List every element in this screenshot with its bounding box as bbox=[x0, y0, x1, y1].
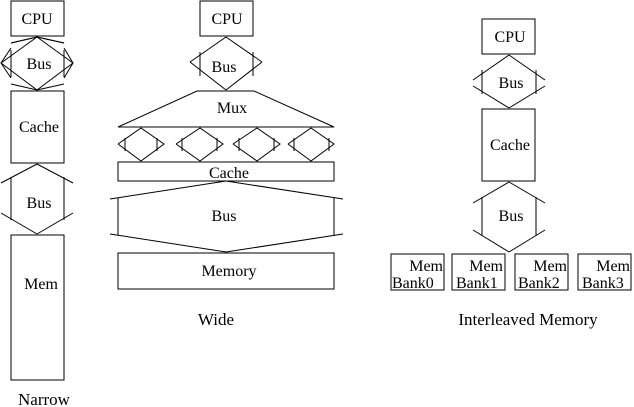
narrow-bus1-shape bbox=[0, 36, 74, 91]
interleaved-bus1-label: Bus bbox=[499, 75, 524, 92]
wide-cpu-label: CPU bbox=[211, 11, 243, 28]
memory-bank-3-line2: Bank3 bbox=[582, 275, 624, 292]
memory-bank-1: Mem Bank1 bbox=[451, 253, 506, 292]
memory-bank-0-line2: Bank0 bbox=[392, 275, 434, 292]
interleaved-bus2-shape bbox=[472, 181, 546, 253]
narrow-cpu-label: CPU bbox=[21, 11, 53, 28]
narrow-organization: CPU Bus Cache Bus Mem bbox=[0, 0, 74, 407]
narrow-mem-box bbox=[10, 234, 65, 381]
interleaved-caption: Interleaved Memory bbox=[458, 310, 598, 329]
memory-bank-2: Mem Bank2 bbox=[514, 253, 569, 292]
memory-bank-1-line2: Bank1 bbox=[456, 275, 498, 292]
narrow-bus2-shape bbox=[0, 163, 74, 235]
narrow-bus2-label: Bus bbox=[27, 195, 52, 212]
narrow-mem-label: Mem bbox=[24, 276, 58, 293]
wide-parallel-bus-4 bbox=[287, 127, 335, 162]
wide-bus2-shape bbox=[109, 180, 344, 253]
wide-mux-label: Mux bbox=[217, 100, 247, 117]
memory-bank-3-line1: Mem bbox=[596, 258, 630, 275]
wide-memory-box bbox=[117, 252, 335, 290]
narrow-bus1-label: Bus bbox=[27, 56, 52, 73]
interleaved-cache-box bbox=[481, 108, 536, 182]
wide-caption: Wide bbox=[198, 310, 234, 329]
wide-organization: CPU Bus Mux bbox=[109, 0, 344, 329]
wide-parallel-bus-1 bbox=[117, 127, 165, 162]
memory-bank-0-line1: Mem bbox=[409, 258, 443, 275]
wide-bus1-label: Bus bbox=[212, 59, 237, 76]
wide-bus2-label: Bus bbox=[212, 208, 237, 225]
memory-bank-0: Mem Bank0 bbox=[390, 253, 445, 292]
memory-bank-3: Mem Bank3 bbox=[577, 253, 632, 292]
wide-cpu-box bbox=[199, 0, 254, 37]
interleaved-cpu-box bbox=[481, 18, 536, 55]
wide-parallel-buses bbox=[117, 127, 335, 162]
wide-memory-label: Memory bbox=[201, 263, 256, 280]
narrow-caption: Narrow bbox=[18, 390, 71, 407]
interleaved-organization: CPU Bus Cache Bus Mem Bank0 bbox=[390, 18, 632, 329]
wide-bus1-shape bbox=[189, 36, 263, 91]
narrow-cpu-box bbox=[10, 0, 65, 37]
wide-cache-label: Cache bbox=[209, 165, 249, 182]
interleaved-bus1-shape bbox=[472, 54, 546, 109]
memory-bank-2-line1: Mem bbox=[533, 258, 567, 275]
wide-parallel-bus-3 bbox=[232, 127, 281, 162]
narrow-cache-label: Cache bbox=[19, 119, 59, 136]
interleaved-bus2-label: Bus bbox=[499, 208, 524, 225]
wide-mux-shape bbox=[117, 90, 335, 128]
wide-parallel-bus-2 bbox=[175, 127, 224, 162]
memory-bank-1-line1: Mem bbox=[469, 258, 503, 275]
memory-bank-2-line2: Bank2 bbox=[518, 275, 560, 292]
narrow-cache-box bbox=[10, 90, 65, 164]
interleaved-cpu-label: CPU bbox=[494, 29, 526, 46]
interleaved-cache-label: Cache bbox=[490, 137, 530, 154]
